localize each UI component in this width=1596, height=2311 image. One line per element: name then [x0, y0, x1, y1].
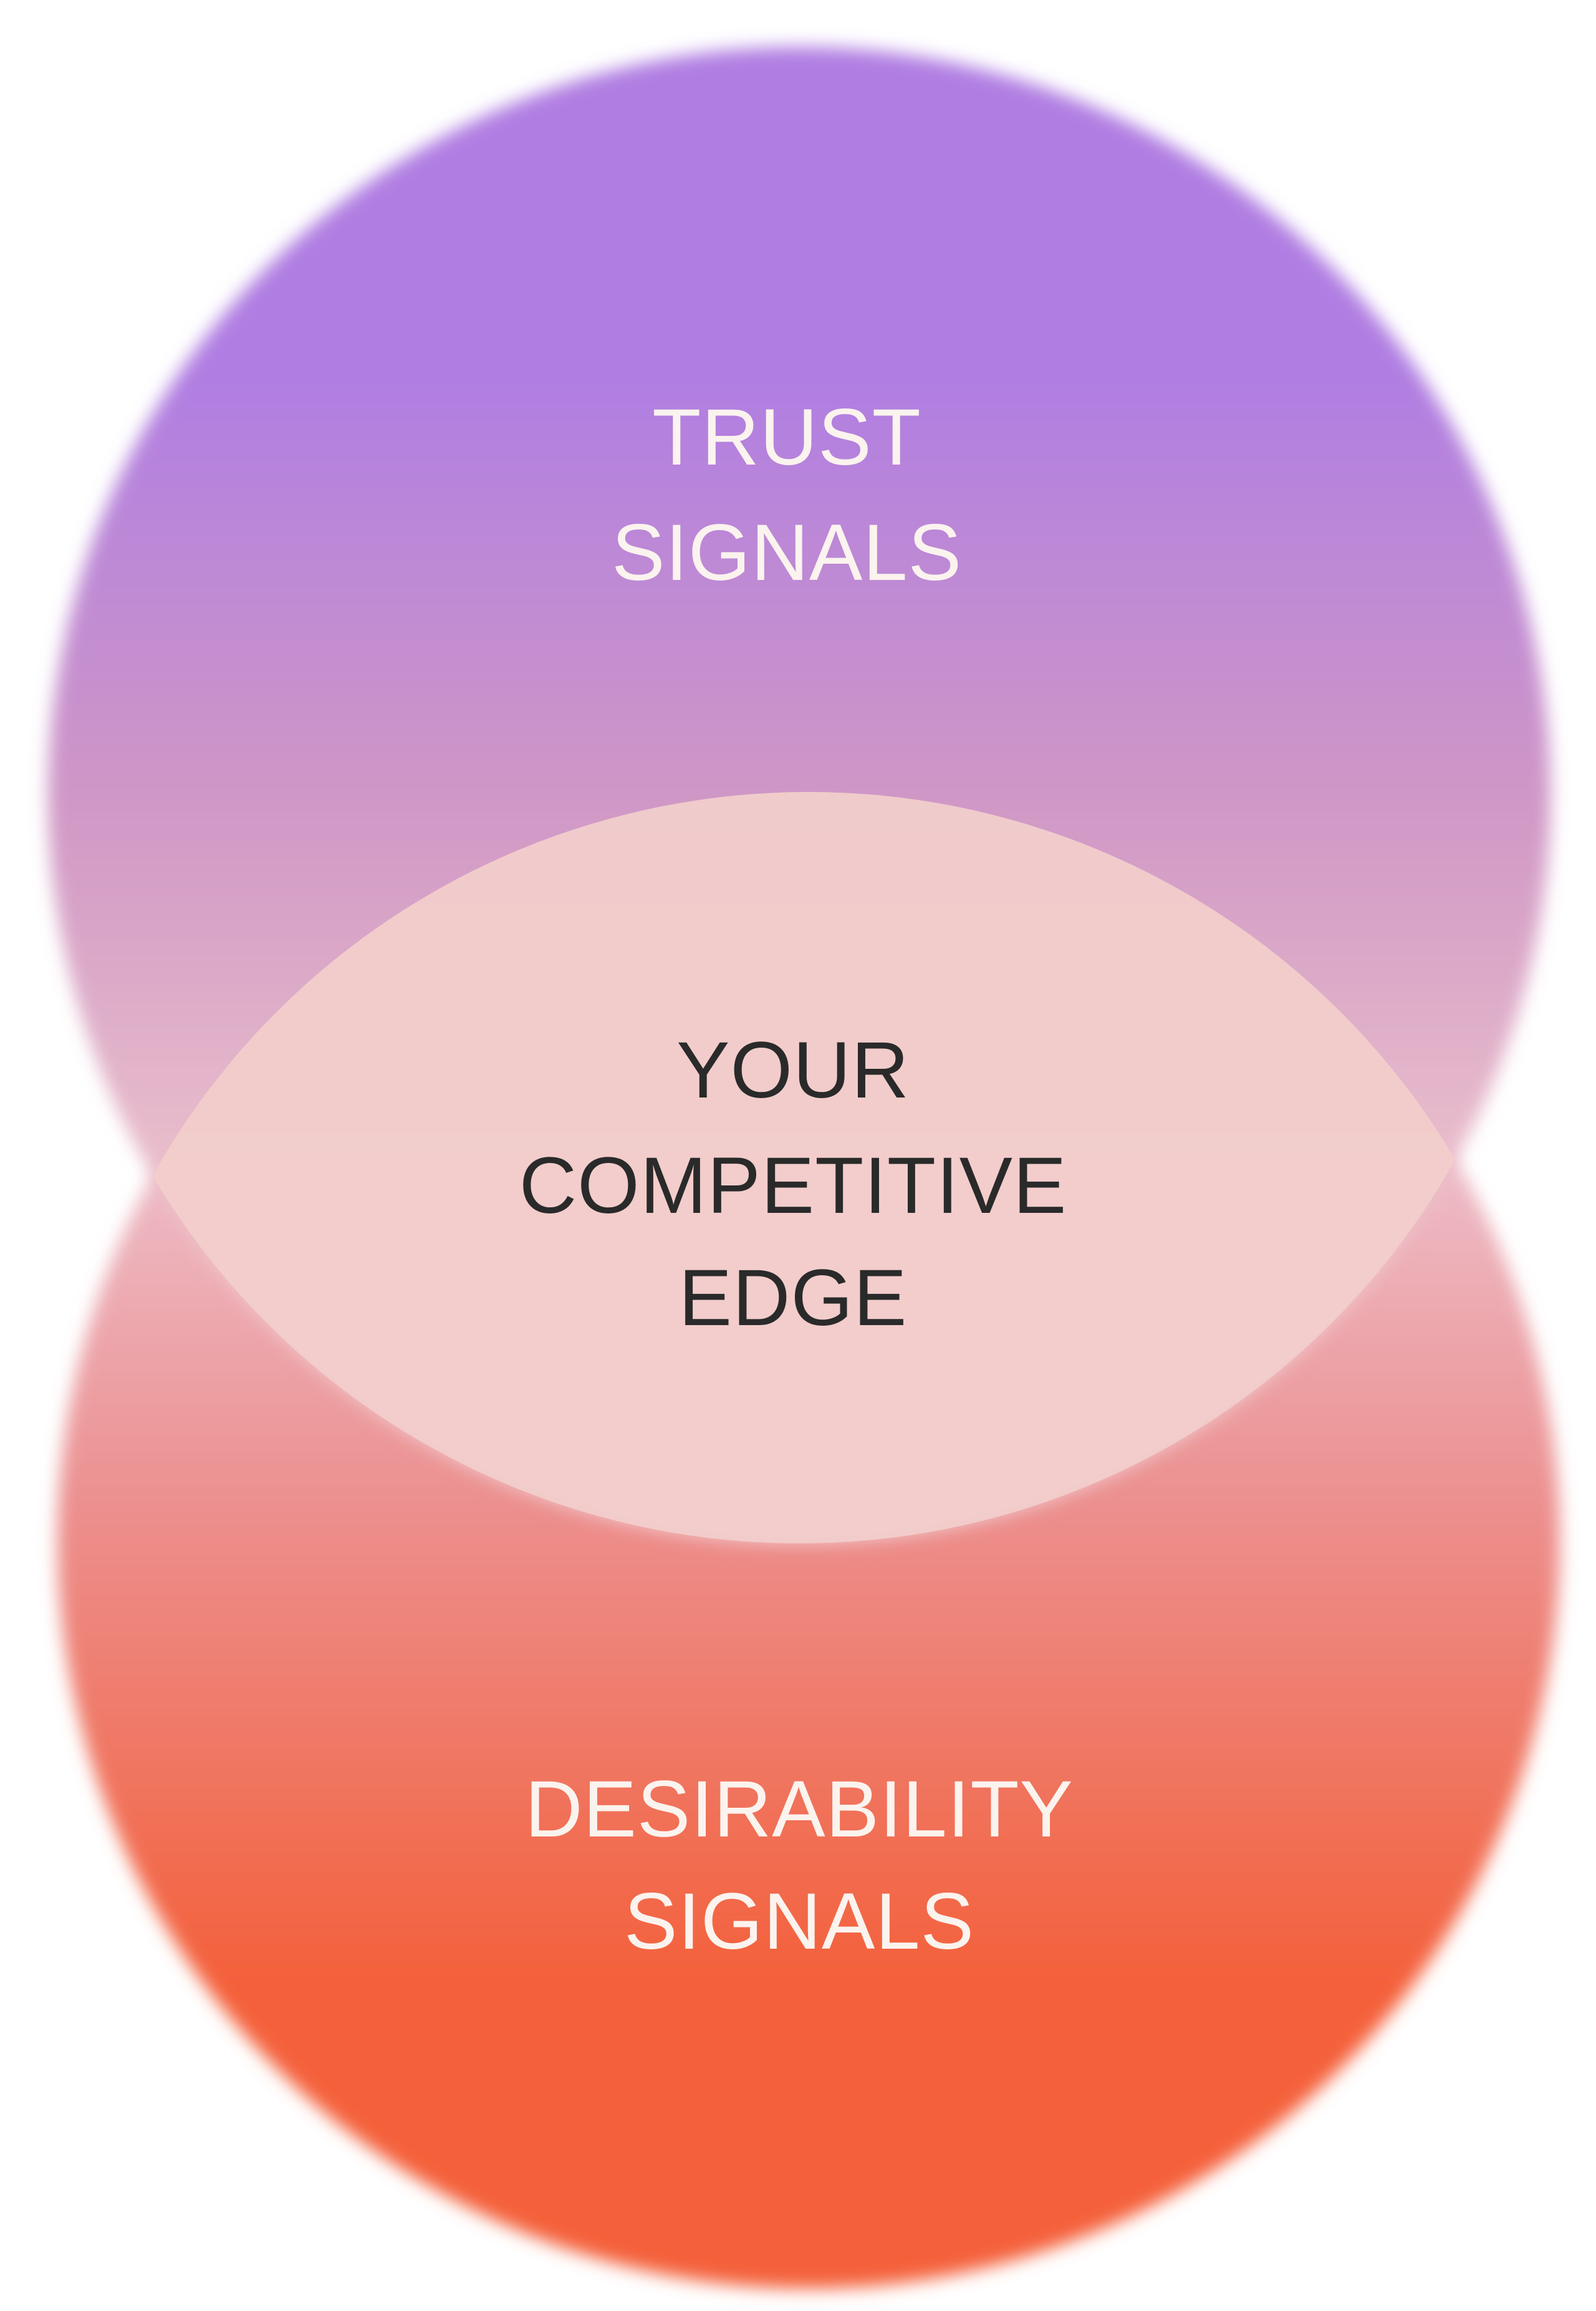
- overlap-region: [57, 792, 1550, 1543]
- trust-label-line2: SIGNALS: [612, 508, 962, 597]
- edge-label-line2: COMPETITIVE: [519, 1141, 1067, 1230]
- desirability-label-line1: DESIRABILITY: [525, 1765, 1074, 1854]
- edge-label-line3: EDGE: [679, 1253, 908, 1343]
- desirability-label-line2: SIGNALS: [624, 1877, 974, 1966]
- trust-label-line1: TRUST: [652, 393, 921, 482]
- edge-label-line1: YOUR: [676, 1026, 910, 1115]
